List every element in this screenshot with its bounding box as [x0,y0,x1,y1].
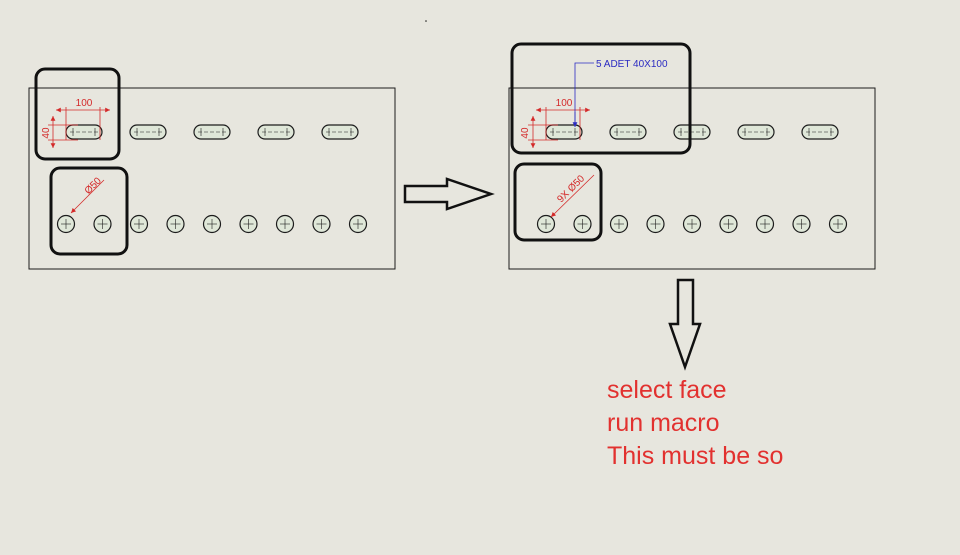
slot [545,124,583,140]
right-slot-highlight-box [510,42,692,155]
hole [536,214,556,234]
slot [257,124,295,140]
right-slot-height-label: 40 [520,127,531,139]
left-hole-highlight-box [49,166,129,256]
hole [93,214,112,234]
hole [755,214,775,234]
hole [609,214,629,234]
hole [275,214,295,234]
slot [193,124,231,140]
arrow-down-icon [668,278,702,371]
hole [348,214,368,234]
hole [828,214,848,234]
hole [682,214,702,234]
left-hole-diameter-label: Ø50 [83,175,104,196]
left-slot-height-label: 40 [41,127,52,139]
left-slot-width-label: 100 [76,98,93,109]
callout-label: 5 ADET 40X100 [596,59,668,70]
hole [202,214,222,234]
slot [737,124,775,140]
hole [129,214,149,234]
right-hole-highlight-box [513,162,603,242]
slot [129,124,167,140]
left-view: 100 40 Ø50 [28,67,396,270]
right-hole-diameter-leader [550,174,595,218]
instruction-notes: select face run macro This must be so [607,374,783,473]
hole [719,214,738,234]
slot [321,124,359,140]
slot [673,124,711,140]
hole [239,214,258,234]
callout-leader [574,62,594,127]
slot [65,124,103,140]
slot [801,124,839,140]
left-slot-height-dimension [48,116,78,148]
hole [792,214,811,234]
hole [166,214,185,234]
note-select-face: select face [607,376,727,404]
right-slots [545,124,839,140]
left-slot-highlight-box [34,67,121,161]
left-slots [65,124,359,140]
right-slot-height-dimension [528,116,558,148]
right-slot-width-dimension [536,107,590,140]
arrow-right-icon [403,177,495,211]
right-hole-diameter-label: 9X Ø50 [555,173,587,205]
right-plate-outline [508,87,876,270]
stray-dot [425,20,427,22]
left-hole-diameter-leader [70,179,105,214]
hole [56,214,76,234]
hole [646,214,665,234]
slot [609,124,647,140]
left-holes [56,214,368,234]
note-run-macro: run macro [607,409,720,437]
left-slot-width-dimension [56,107,110,140]
note-this-must-be-so: This must be so [607,442,784,470]
right-slot-width-label: 100 [556,98,573,109]
left-plate-outline [28,87,396,270]
hole [312,214,331,234]
right-view: 100 40 5 ADET 40X100 9X Ø50 [508,42,876,270]
right-holes [536,214,848,234]
hole [573,214,592,234]
